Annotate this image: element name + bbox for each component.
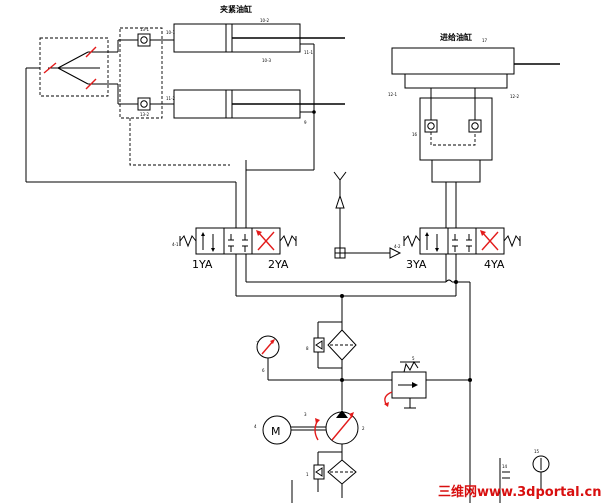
check-valve-block: 13-1 13-2 xyxy=(117,27,174,119)
auxiliary-arrow-symbol xyxy=(333,171,402,259)
tag-c3: 10-3 xyxy=(262,58,272,63)
motor-label: M xyxy=(271,425,281,438)
suction-filter: 1 xyxy=(291,451,357,503)
feed-cylinder-title: 进给油缸 xyxy=(440,32,472,42)
tag-pump: 2 xyxy=(362,426,365,431)
tag-valve-right: 4-2 xyxy=(394,244,401,249)
tag-tank-gauge: 15 xyxy=(534,449,540,454)
main-pipes xyxy=(235,254,471,380)
tag-motor-side: 4 xyxy=(254,424,257,429)
tag-feed-check: 16 xyxy=(412,132,418,137)
shuttle-valve-block xyxy=(25,37,236,183)
tank-return-line xyxy=(469,380,501,503)
tag-c5: 11-2 xyxy=(166,96,176,101)
label-3ya: 3YA xyxy=(406,258,427,271)
pressure-gauge: 7 6 xyxy=(256,335,344,382)
tag-gauge-switch: 6 xyxy=(262,368,265,373)
tag-relief: 5 xyxy=(412,356,415,361)
label-4ya: 4YA xyxy=(484,258,505,271)
motor-pump-unit: M 3 2 4 xyxy=(254,410,365,460)
watermark: 三维网www.3dportal.cn xyxy=(438,484,601,500)
directional-valve-right: 4-2 3YA 4YA xyxy=(394,227,521,271)
clamp-cylinder-title: 夹紧油缸 xyxy=(220,4,252,14)
tag-tank-item: 14 xyxy=(502,464,508,469)
directional-valve-left: 4-1 1YA 2YA xyxy=(172,227,297,271)
label-1ya: 1YA xyxy=(192,258,213,271)
tag-filter-top: 8 xyxy=(306,346,309,351)
pressure-filter: 8 xyxy=(306,321,357,410)
tag-feed-cyl: 17 xyxy=(482,38,488,43)
tag-motor-shaft: 3 xyxy=(304,412,307,417)
feed-cylinder: 17 12-1 12-2 16 xyxy=(388,38,560,228)
tag-lock-2: 13-2 xyxy=(140,112,150,117)
tag-feed-left: 12-1 xyxy=(388,92,398,97)
tag-c4: 11-1 xyxy=(304,50,314,55)
tag-valve-left: 4-1 xyxy=(172,242,179,247)
tag-c2: 10-2 xyxy=(260,18,270,23)
clamp-cylinder-lower: 11-2 9 xyxy=(166,89,345,125)
tag-feed-right: 12-2 xyxy=(510,94,520,99)
tank-accessories: 15 14 xyxy=(502,449,550,490)
tag-lock-1: 13-1 xyxy=(140,27,150,32)
tag-c1: 10-1 xyxy=(166,30,176,35)
label-2ya: 2YA xyxy=(268,258,289,271)
clamp-pipes xyxy=(129,44,316,228)
tag-lock-3: 9 xyxy=(304,120,307,125)
clamp-cylinder-upper: 10-1 10-3 10-2 11-1 xyxy=(166,18,345,63)
tag-filter-bottom: 1 xyxy=(306,472,309,477)
tag-gauge: 7 xyxy=(256,341,259,346)
relief-valve: 5 xyxy=(342,356,472,409)
